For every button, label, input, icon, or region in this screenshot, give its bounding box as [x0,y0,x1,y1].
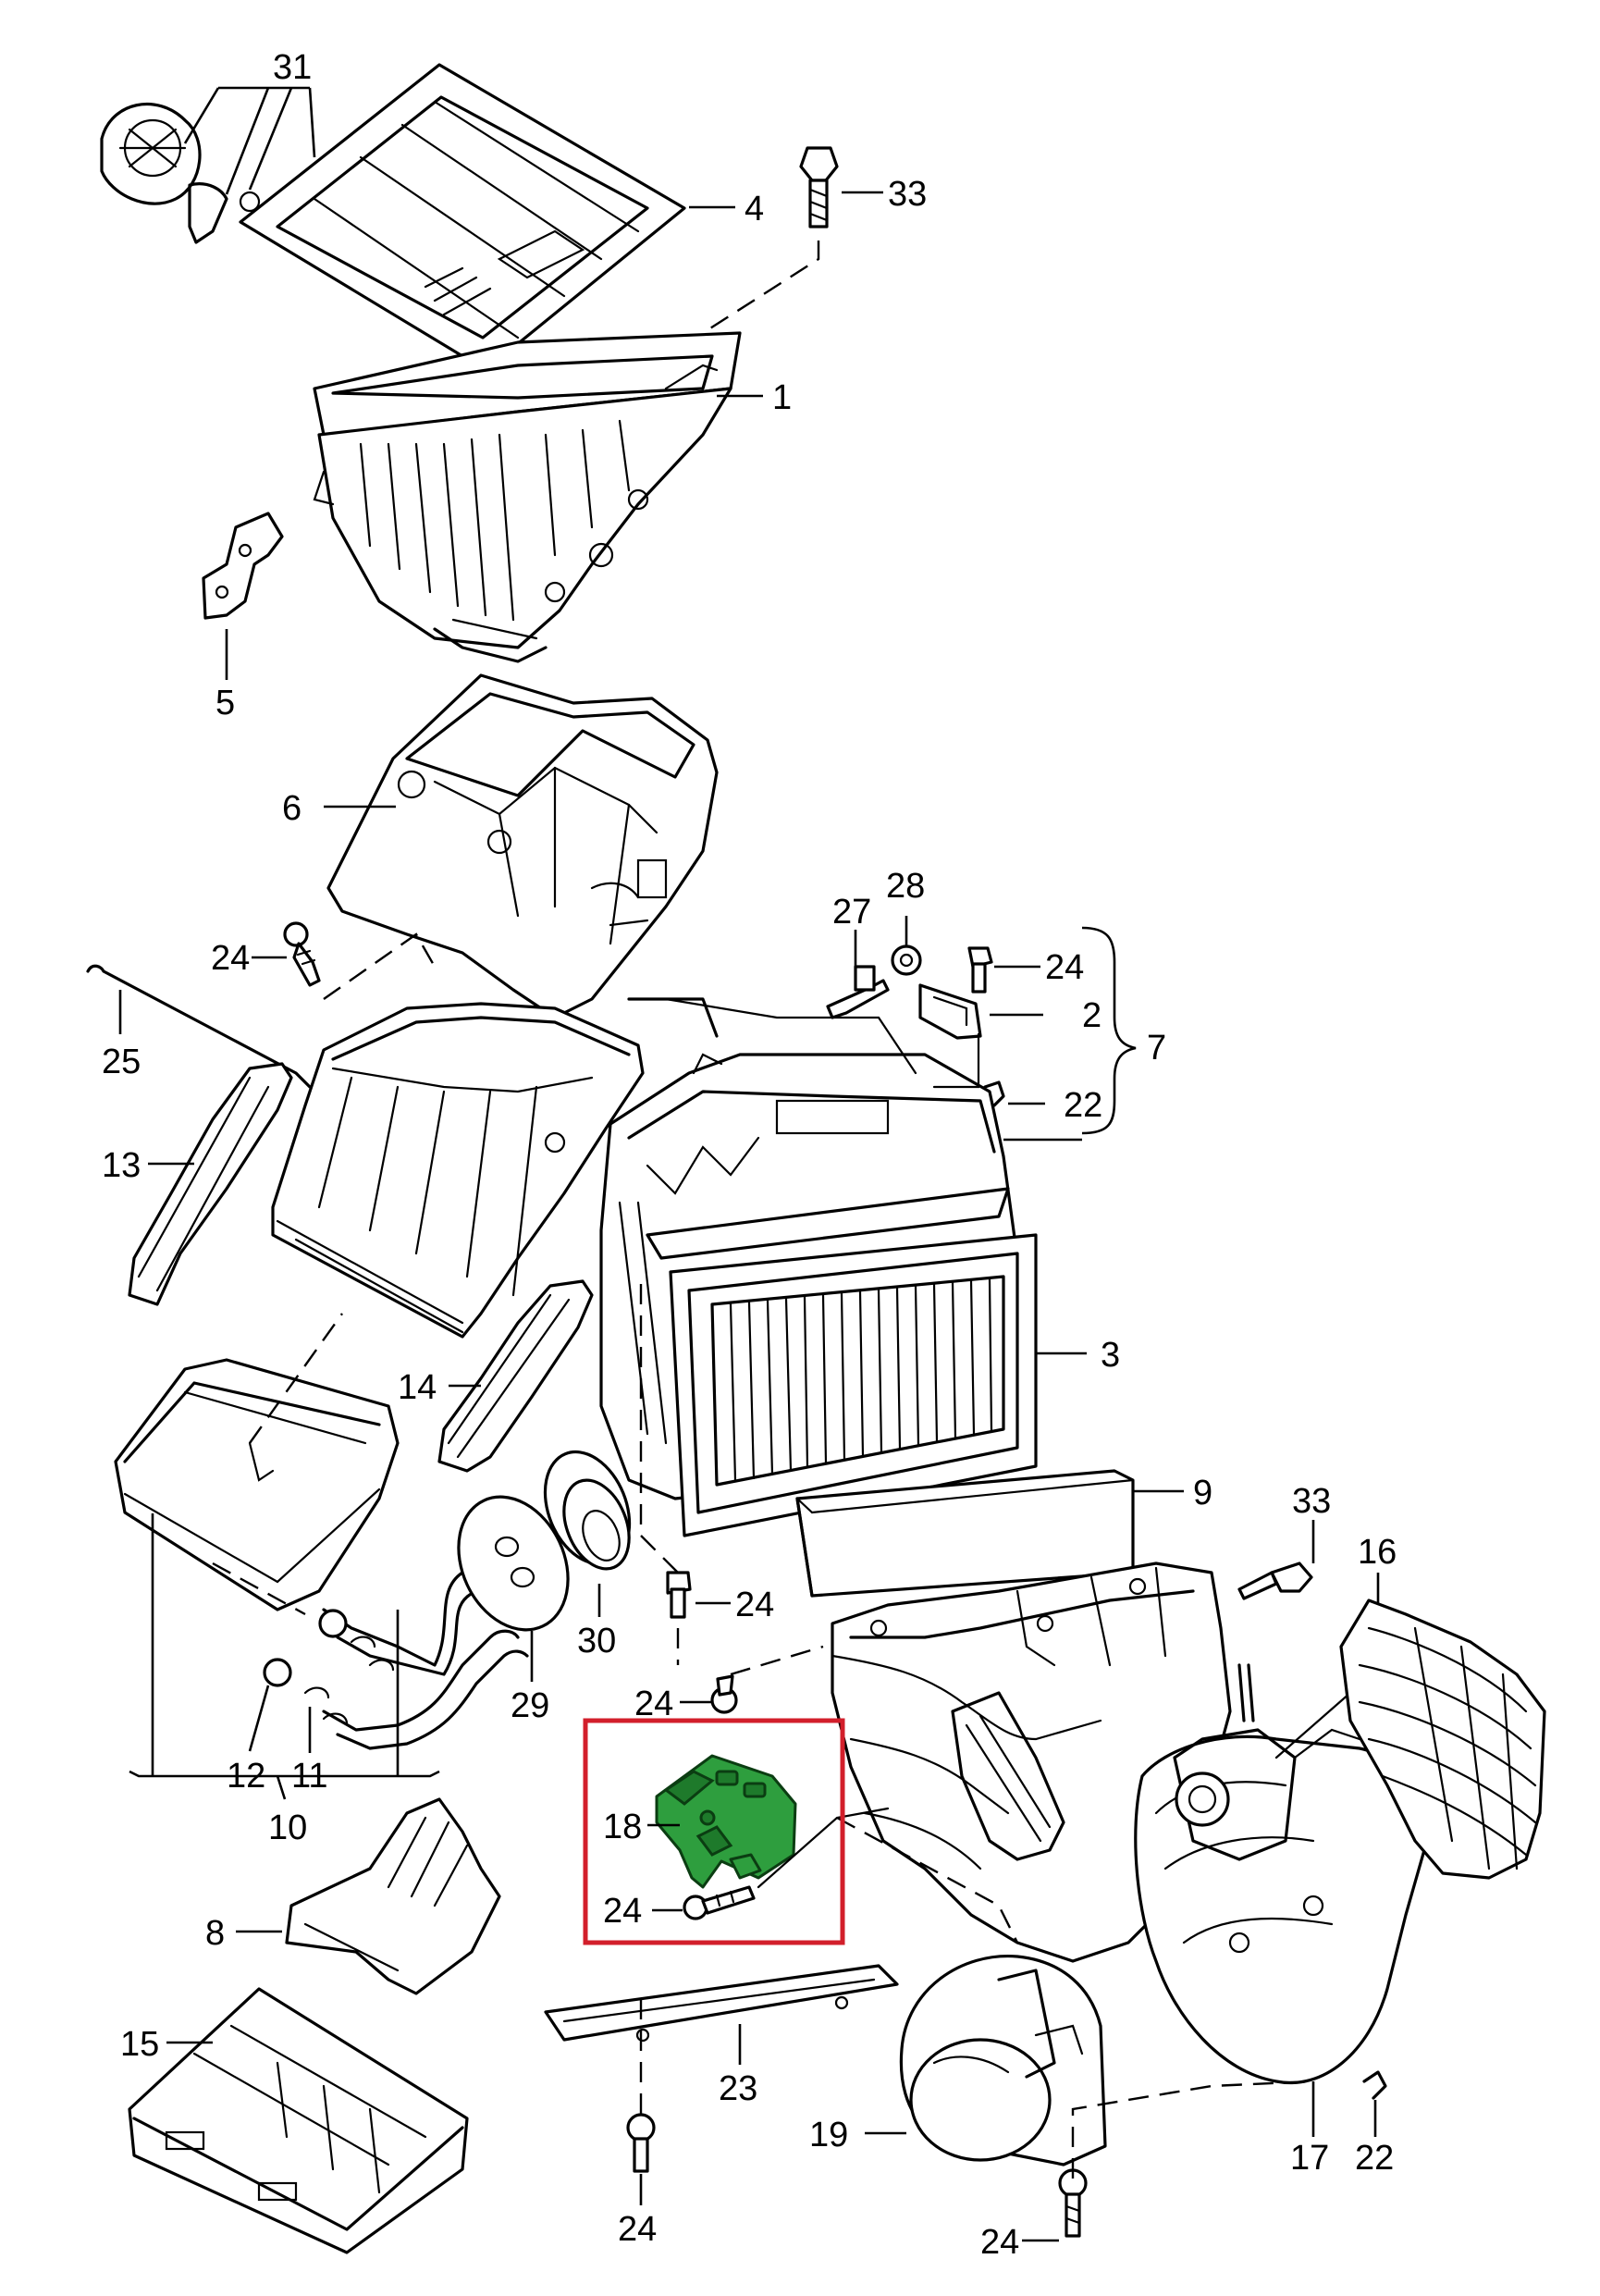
callout-24h: 24 [603,1892,642,1931]
part-18-resistor-highlighted[interactable] [655,1754,797,1889]
callout-25: 25 [102,1043,141,1081]
callout-30: 30 [577,1622,616,1660]
part-6-housing-drawing [326,673,719,1019]
part-24-screw-left-top [283,921,321,987]
part-28-nut [891,944,922,976]
callout-24f: 24 [618,2210,657,2249]
callout-23: 23 [719,2069,757,2108]
part-24d-dash [639,1284,680,1665]
callout-3: 3 [1101,1336,1120,1375]
part-24-screw-top-right [967,946,993,994]
part-22-clip-upper [983,1080,1005,1107]
part-24g-dash [1071,2080,1314,2179]
callout-24e: 24 [634,1685,673,1723]
callout-18: 18 [603,1808,642,1846]
callout-33a: 33 [888,175,927,214]
highlight-frame [583,1718,845,1945]
callout-33b: 33 [1292,1482,1331,1521]
part-2-link [932,1032,980,1089]
part-22-clip-lower [1362,2070,1387,2100]
part-33-dash [702,241,820,335]
part-15-tray-drawing [128,1987,469,2254]
part-3-filter-drawing [646,1187,1038,1537]
callout-15: 15 [120,2025,159,2064]
part-blower-housing-drawing [831,1562,1232,1963]
callout-24c: 24 [1045,948,1084,987]
part-24e-dash [730,1645,824,1676]
callout-28: 28 [886,867,925,906]
callout-24d: 24 [735,1586,774,1624]
part-33-screw-top [799,146,839,228]
part-8-duct-drawing [285,1797,501,1995]
part-left-housing-drawing [271,1002,645,1339]
part-14-duct-drawing [437,1279,594,1473]
part-2-bracket [918,983,982,1040]
callout-12: 12 [227,1757,265,1796]
callout-31-leaders [183,86,316,195]
part-24-screw-middle [666,1571,692,1619]
callout-9: 9 [1193,1474,1212,1512]
callout-10: 10 [268,1808,307,1847]
callout-29: 29 [511,1686,549,1725]
callout-7-brace [1081,926,1137,1135]
callout-1: 1 [772,378,792,417]
part-24a-dash [323,932,437,1000]
callout-5: 5 [215,684,235,722]
callout-labels: 31 4 33 1 5 6 27 28 24 24 2 7 22 25 13 3… [102,48,1397,2262]
part-19-blower-drawing [899,1954,1107,2166]
callout-11: 11 [291,1757,327,1796]
part-31-actuator-drawing [100,103,261,244]
part-1-housing-drawing [313,331,742,663]
part-16-cage-drawing [1339,1599,1546,1880]
part-10-dash [249,1313,343,1444]
part-10-bracket-dash [212,1562,306,1616]
part-23-strip-drawing [544,1964,899,2043]
part-9-filter-element [795,1469,1135,1598]
callout-8: 8 [205,1914,225,1953]
part-33-screw-right [1237,1562,1313,1600]
callout-19: 19 [809,2116,848,2154]
part-25-rod-drawing [86,964,312,1089]
callout-24g: 24 [980,2223,1019,2262]
callout-2: 2 [1082,996,1102,1035]
callout-22a: 22 [1064,1086,1102,1125]
part-5-bracket-drawing [202,512,284,620]
callout-17: 17 [1290,2139,1329,2178]
callout-4: 4 [745,190,764,228]
callout-12-leader [248,1685,270,1752]
callout-6: 6 [282,789,302,828]
part-24-screw-upper-18 [710,1674,738,1714]
callout-14: 14 [398,1368,437,1407]
part-4-frame-drawing [239,63,686,372]
callout-31: 31 [273,48,312,87]
callout-22b: 22 [1355,2139,1394,2178]
part-29-seal [457,1495,570,1632]
part-30-seal [543,1450,632,1571]
callout-13: 13 [102,1146,141,1185]
callout-24a: 24 [211,939,250,978]
callout-27: 27 [832,893,871,932]
callout-7: 7 [1147,1029,1166,1068]
part-24-screw-lower-18 [683,1885,756,1920]
part-13-duct-drawing [128,1062,293,1306]
part-24-screw-bottom-right [1058,2168,1088,2238]
part-24-screw-bottom-centre [626,2113,656,2173]
part-17-motor-housing [1134,1663,1427,2084]
part-10-core-drawing [114,1358,400,1611]
callout-16: 16 [1358,1533,1397,1572]
part-27-screw [826,965,890,1019]
callout-10-bracket [129,1513,440,1800]
